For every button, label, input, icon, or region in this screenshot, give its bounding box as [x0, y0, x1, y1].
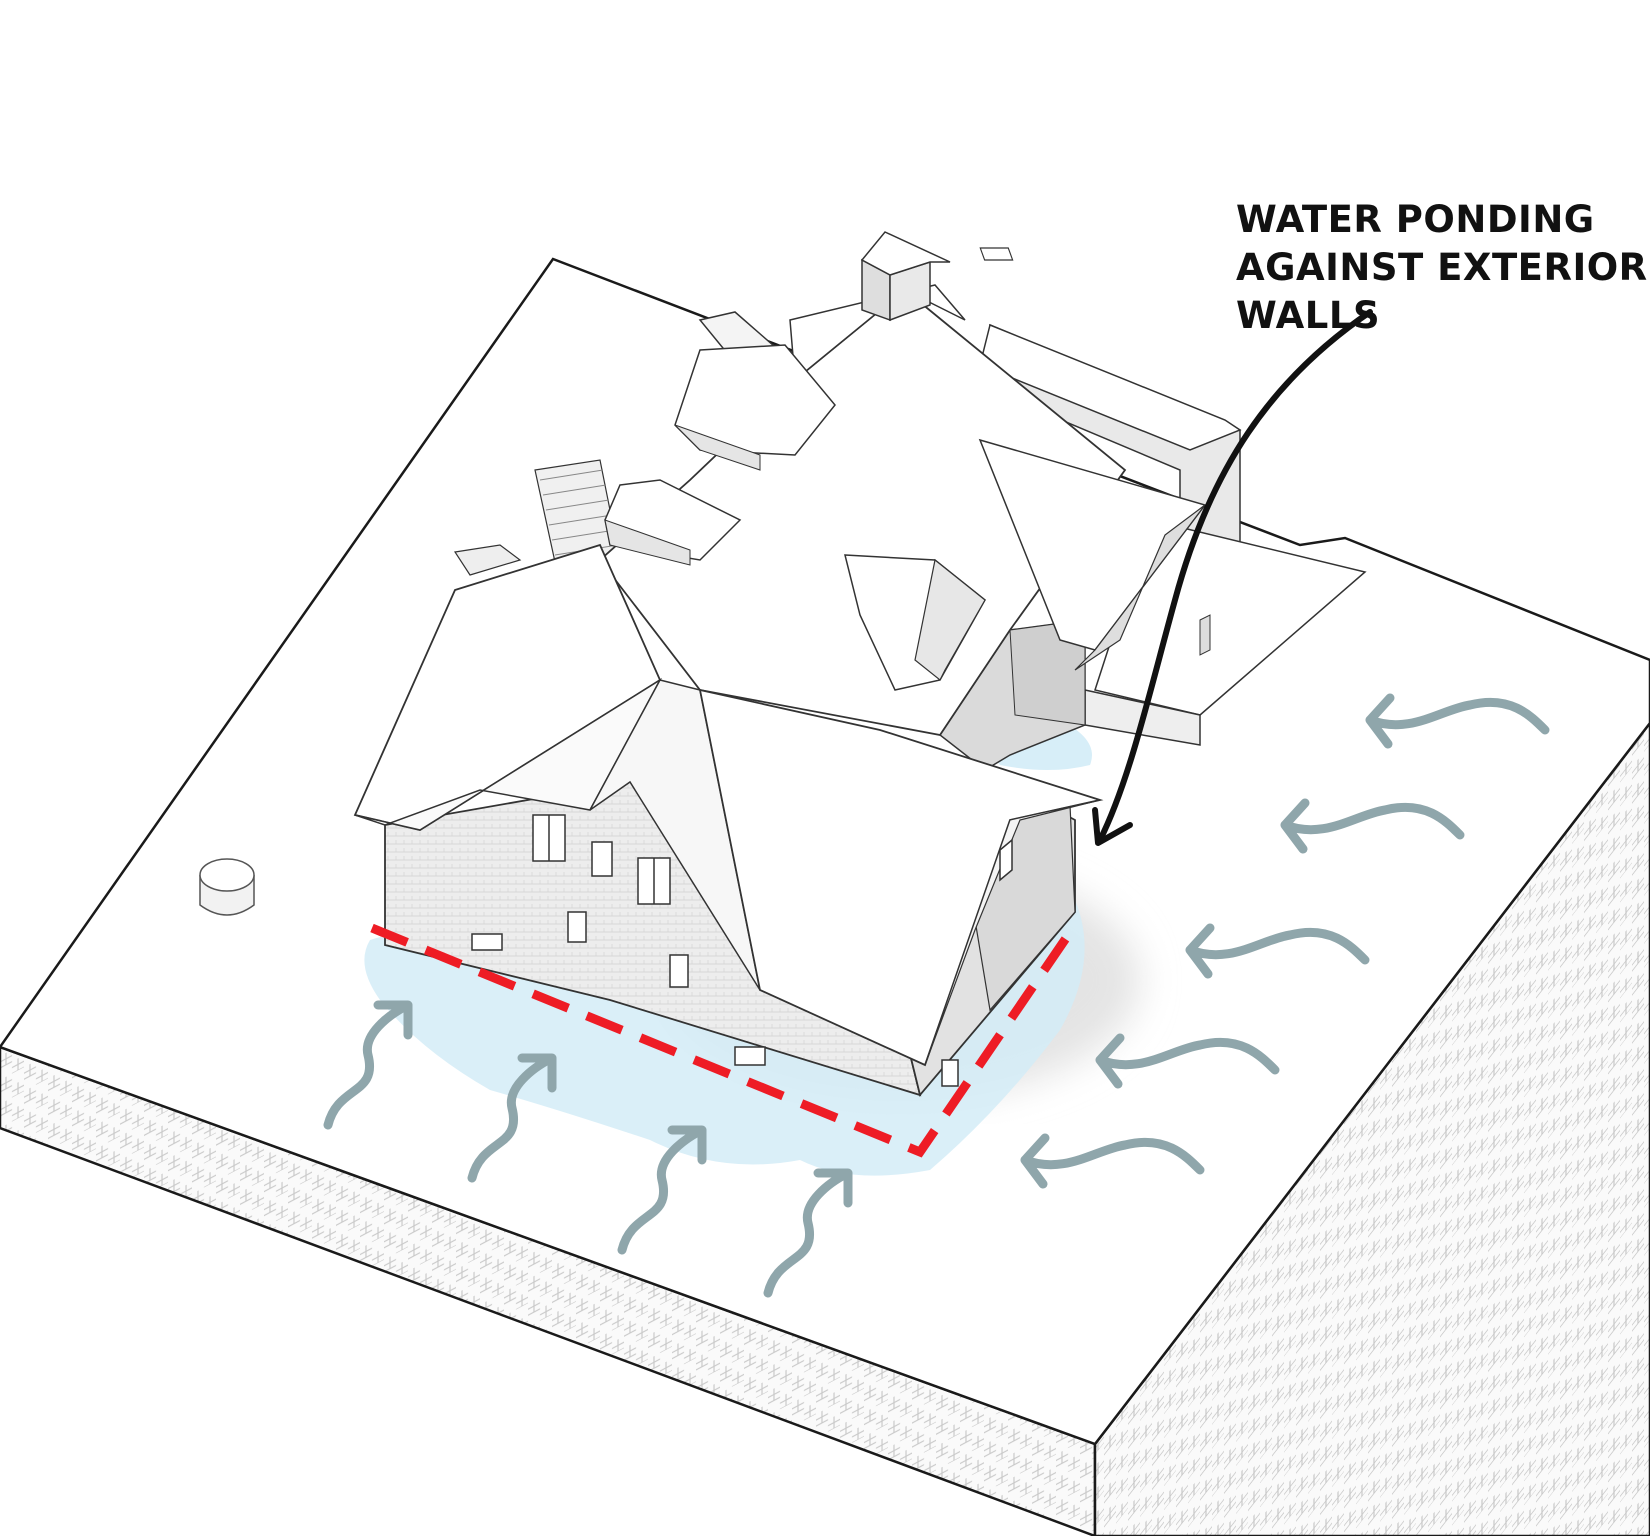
chimney-top [860, 231, 951, 276]
side-terrace [453, 544, 522, 576]
flow-arrow-up-icon [467, 1053, 557, 1183]
flow-arrow-left-icon [1365, 693, 1550, 749]
flow-arrow-up-icon [617, 1125, 707, 1255]
callout-line-2: AGAINST EXTERIOR [1236, 246, 1648, 289]
step-block [1199, 614, 1211, 656]
cylinder-tank [199, 858, 255, 916]
window-2 [591, 841, 613, 877]
window-6 [471, 933, 503, 951]
hazard-dashed-line [370, 922, 1079, 1158]
house [353, 231, 1367, 1097]
dormer-rear-1-side [674, 424, 761, 471]
window-8 [941, 1059, 959, 1087]
dormer-front-side [914, 558, 986, 681]
dormer-right-wall [1074, 504, 1206, 671]
window-4 [567, 911, 587, 943]
window-5 [669, 954, 689, 988]
window-7 [734, 1046, 766, 1066]
flow-arrows [323, 693, 1550, 1298]
callout-line-3: WALLS [1236, 294, 1381, 337]
dormer-rear-2-side [604, 519, 691, 566]
callout-label: WATER PONDING AGAINST EXTERIOR WALLS [1236, 196, 1648, 340]
roof-front-side [924, 799, 1101, 1066]
flow-arrow-left-icon [1095, 1033, 1280, 1089]
callout-line-1: WATER PONDING [1236, 198, 1595, 241]
curved-pointer-icon [1092, 309, 1373, 846]
flow-arrow-up-icon [323, 1000, 413, 1130]
windows [471, 814, 1013, 1087]
window-9 [999, 838, 1013, 882]
flow-arrow-left-icon [1185, 923, 1370, 979]
flow-arrow-up-icon [763, 1168, 853, 1298]
flow-arrow-left-icon [1020, 1133, 1205, 1189]
flow-arrow-left-icon [1280, 798, 1465, 854]
chimney-flue [979, 247, 1014, 261]
